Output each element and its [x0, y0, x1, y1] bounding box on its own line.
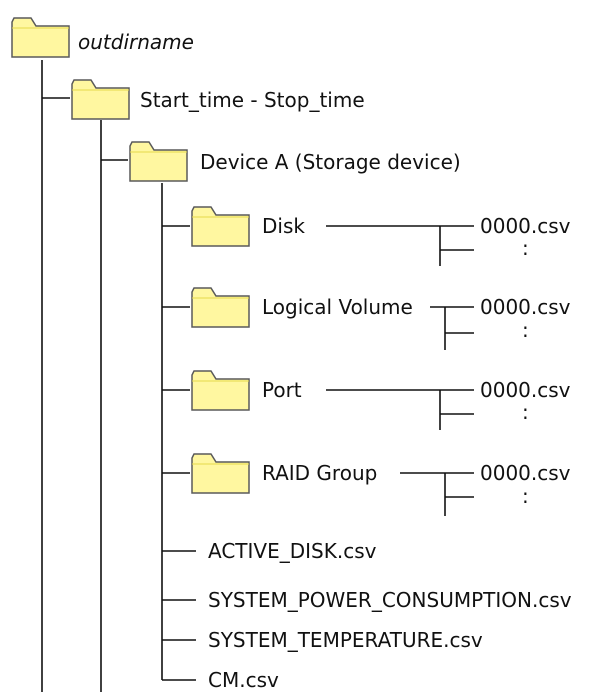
more-files-indicator: : — [522, 236, 529, 260]
file-label: SYSTEM_TEMPERATURE.csv — [208, 628, 483, 652]
file-label: ACTIVE_DISK.csv — [208, 539, 377, 563]
folder-icon — [128, 138, 190, 184]
csv-file-label: 0000.csv — [480, 378, 571, 402]
device-folder-label: Device A (Storage device) — [200, 150, 461, 174]
csv-file-label: 0000.csv — [480, 214, 571, 238]
folder-icon — [190, 367, 252, 413]
file-label: SYSTEM_POWER_CONSUMPTION.csv — [208, 588, 572, 612]
more-files-indicator: : — [522, 400, 529, 424]
root-folder-label: outdirname — [78, 30, 194, 54]
folder-icon — [190, 284, 252, 330]
more-files-indicator: : — [522, 318, 529, 342]
more-files-indicator: : — [522, 484, 529, 508]
subfolder-label: Disk — [262, 214, 305, 238]
subfolder-label: RAID Group — [262, 461, 378, 485]
csv-file-label: 0000.csv — [480, 295, 571, 319]
folder-icon — [190, 450, 252, 496]
folder-icon — [190, 203, 252, 249]
subfolder-label: Port — [262, 378, 302, 402]
csv-file-label: 0000.csv — [480, 461, 571, 485]
file-label: CM.csv — [208, 668, 279, 692]
folder-icon — [10, 14, 72, 60]
subfolder-label: Logical Volume — [262, 295, 413, 319]
time-range-folder-label: Start_time - Stop_time — [140, 88, 365, 112]
folder-icon — [70, 76, 132, 122]
